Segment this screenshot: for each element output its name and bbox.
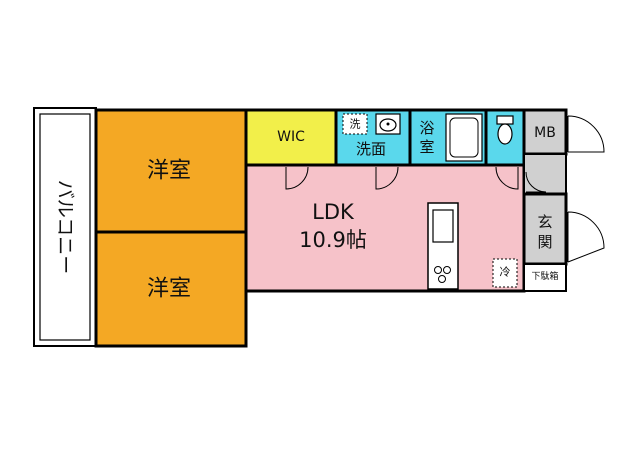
bathtub-icon [445,113,483,162]
hall-strip [523,153,567,195]
bath-label-line2: 室 [419,138,434,156]
door-swing-hall [525,171,547,193]
ldk-room [244,163,526,293]
shoe-box-label: 下駄箱 [531,270,558,282]
bath-label-line1: 浴 [419,119,434,137]
western-room-1 [94,108,248,234]
washroom-label: 洗面 [356,140,386,158]
ldk-label: LDK [312,200,355,224]
toilet-icon [496,115,514,145]
entrance-label-line2: 関 [537,233,552,251]
shoe-box-area [523,263,567,292]
washer-label: 洗 [350,118,361,131]
kitchen-counter [427,202,459,290]
fridge-space [492,258,518,288]
balcony [33,107,97,347]
wic-room [244,108,338,167]
western-room-2-label: 洋室 [147,277,191,302]
wic-label: WIC [277,129,305,145]
mb-label: MB [534,125,556,141]
ldk-size-label: 10.9帖 [299,228,367,252]
stove-icon [434,266,451,283]
balcony-label: バルコニー [54,180,76,275]
wash-basin-icon [375,113,401,135]
western-room-1-label: 洋室 [147,159,191,184]
door-swing-toilet [495,166,519,190]
washing-machine-pan [342,113,368,135]
door-swing-entrance [567,211,605,263]
fridge-label: 冷 [500,266,511,279]
entrance [522,192,568,266]
entrance-label-line1: 玄 [537,213,552,231]
door-swing-wic [285,166,309,190]
door-swing-mb [567,115,605,153]
door-swing-washroom [375,166,399,190]
